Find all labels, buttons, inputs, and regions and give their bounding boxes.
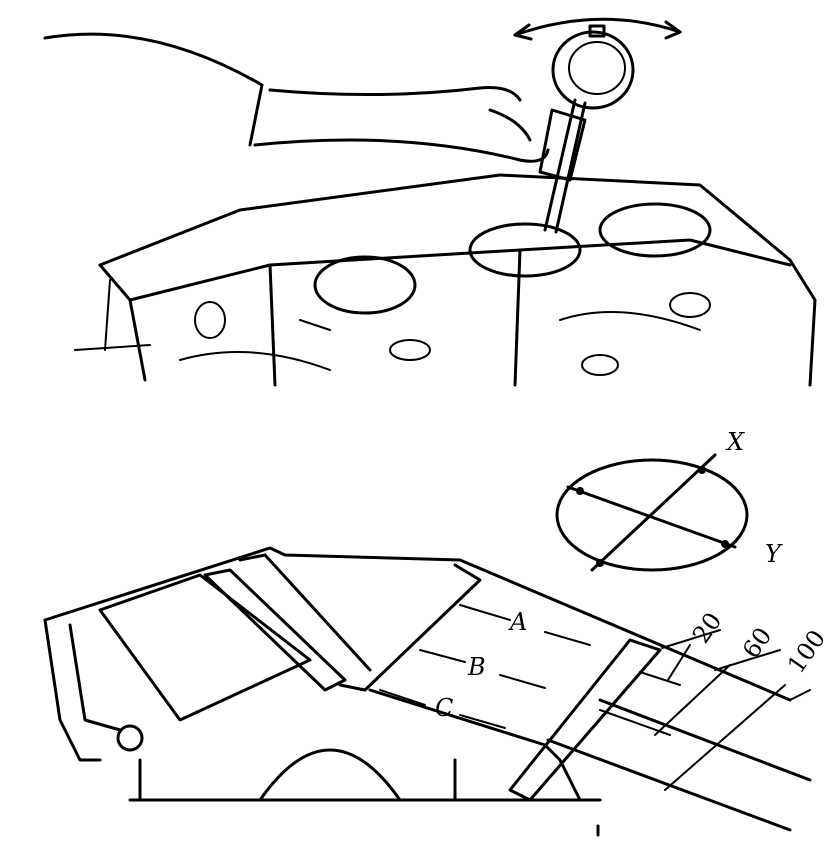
distance-20-label: 20	[687, 607, 727, 648]
plane-c-label: C	[435, 694, 453, 722]
plane-a-label: A	[508, 608, 527, 636]
distance-100-label: 100	[782, 625, 831, 679]
distance-60-label: 60	[737, 622, 777, 663]
cylinder-bore	[313, 255, 417, 315]
block-cross-section: A B C 20 60 100	[43, 546, 831, 837]
cylinder-bore	[468, 222, 582, 278]
dial-gauge	[538, 24, 635, 234]
plane-b-label: B	[467, 653, 486, 681]
cylinder-bore	[598, 202, 712, 258]
x-axis-label: X	[725, 428, 745, 456]
engine-block	[74, 173, 817, 387]
arm	[43, 32, 550, 163]
bore-axes-circle: X Y	[555, 428, 783, 572]
motion-arrow	[513, 17, 682, 37]
bore-gauge-illustration	[43, 17, 817, 387]
y-axis-label: Y	[765, 540, 783, 568]
